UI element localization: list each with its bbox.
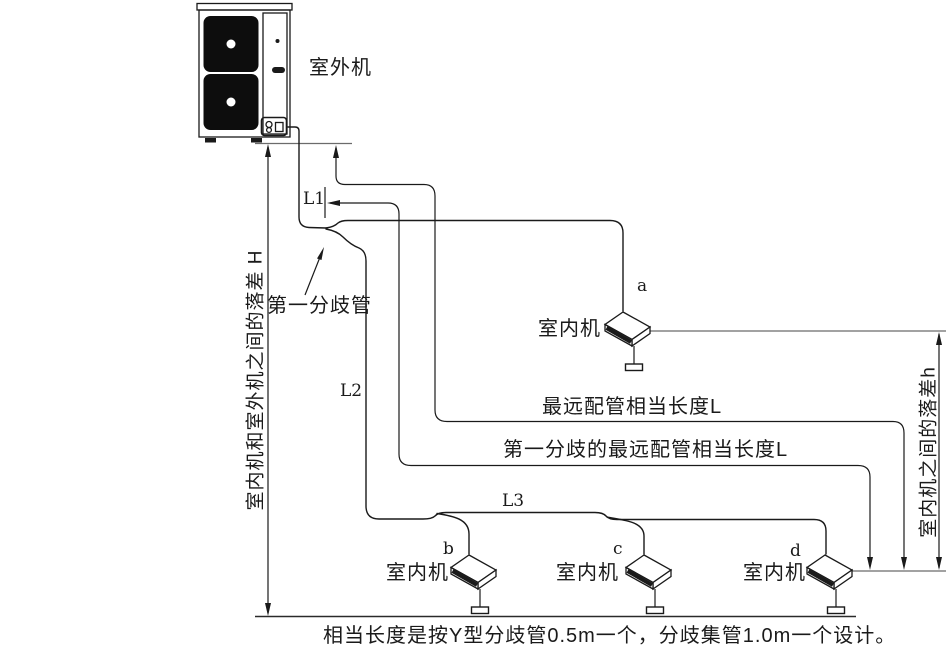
arrowhead-down-first-branch-end xyxy=(867,557,873,570)
l1-label: L1 xyxy=(303,189,326,209)
outdoor-unit-drawing xyxy=(196,2,293,143)
panel-handle xyxy=(272,67,285,73)
indoor-unit-d-drawing xyxy=(805,553,854,616)
pipe-main-down xyxy=(287,126,327,229)
arrowhead-down-H xyxy=(265,603,271,616)
fan-hub-bottom xyxy=(226,97,236,107)
pipe-l2-l3-to-d xyxy=(325,228,827,555)
arrowhead-down-h xyxy=(936,557,942,570)
indoor-unit-d-label: 室内机 xyxy=(743,562,806,584)
arrowhead-up-H xyxy=(265,144,271,157)
indoor-unit-a-label: 室内机 xyxy=(538,318,601,340)
l3-label: L3 xyxy=(502,491,525,511)
outdoor-unit-side-panel xyxy=(262,12,288,135)
unit-c-letter: c xyxy=(613,539,623,559)
unit-d-letter: d xyxy=(790,541,801,561)
pipe-branch-to-c xyxy=(606,516,645,555)
outdoor-unit-label: 室外机 xyxy=(309,57,372,79)
height-H-label: 室内机和室外机之间的落差 H xyxy=(245,249,267,511)
unit-foot-left xyxy=(205,138,216,143)
first-branch-pointer-arrowhead xyxy=(317,247,324,260)
indoor-unit-b-drawing xyxy=(449,553,498,616)
arrowhead-down-farthest-end xyxy=(901,557,907,570)
arrowhead-up-farthest-start xyxy=(333,145,339,158)
unit-b-letter: b xyxy=(443,539,454,559)
fan-hub-top xyxy=(226,39,236,49)
panel-screw xyxy=(275,39,280,43)
valve-box xyxy=(260,116,288,137)
outdoor-unit-top-cap xyxy=(196,2,293,11)
pipe-branch-to-a xyxy=(325,219,624,312)
unit-a-letter: a xyxy=(637,276,648,296)
indoor-unit-b-label: 室内机 xyxy=(386,562,449,584)
indoor-unit-c-drawing xyxy=(624,553,673,616)
valve-port xyxy=(274,121,284,133)
l2-label: L2 xyxy=(340,381,363,401)
indoor-unit-a-drawing xyxy=(603,310,652,373)
height-h-label: 室内机之间的落差h xyxy=(918,366,940,538)
valve-bottom xyxy=(265,126,273,134)
farthest-pipe-label: 最远配管相当长度L xyxy=(542,396,723,418)
first-branch-label: 第一分歧管 xyxy=(267,295,372,317)
outdoor-unit-body xyxy=(198,9,291,138)
arrowhead-left-l1 xyxy=(327,200,340,206)
caption-text: 相当长度是按Y型分歧管0.5m一个，分歧集管1.0m一个设计。 xyxy=(323,625,897,647)
indoor-unit-c-label: 室内机 xyxy=(556,562,619,584)
measure-line-first-branch-farthest xyxy=(330,202,871,566)
arrowhead-up-h xyxy=(936,332,942,345)
unit-foot-right xyxy=(251,138,262,143)
pipe-branch-to-b xyxy=(436,512,470,555)
valve-top xyxy=(265,120,273,129)
first-branch-farthest-pipe-label: 第一分歧的最远配管相当长度L xyxy=(503,439,789,461)
measure-line-farthest xyxy=(335,148,905,566)
